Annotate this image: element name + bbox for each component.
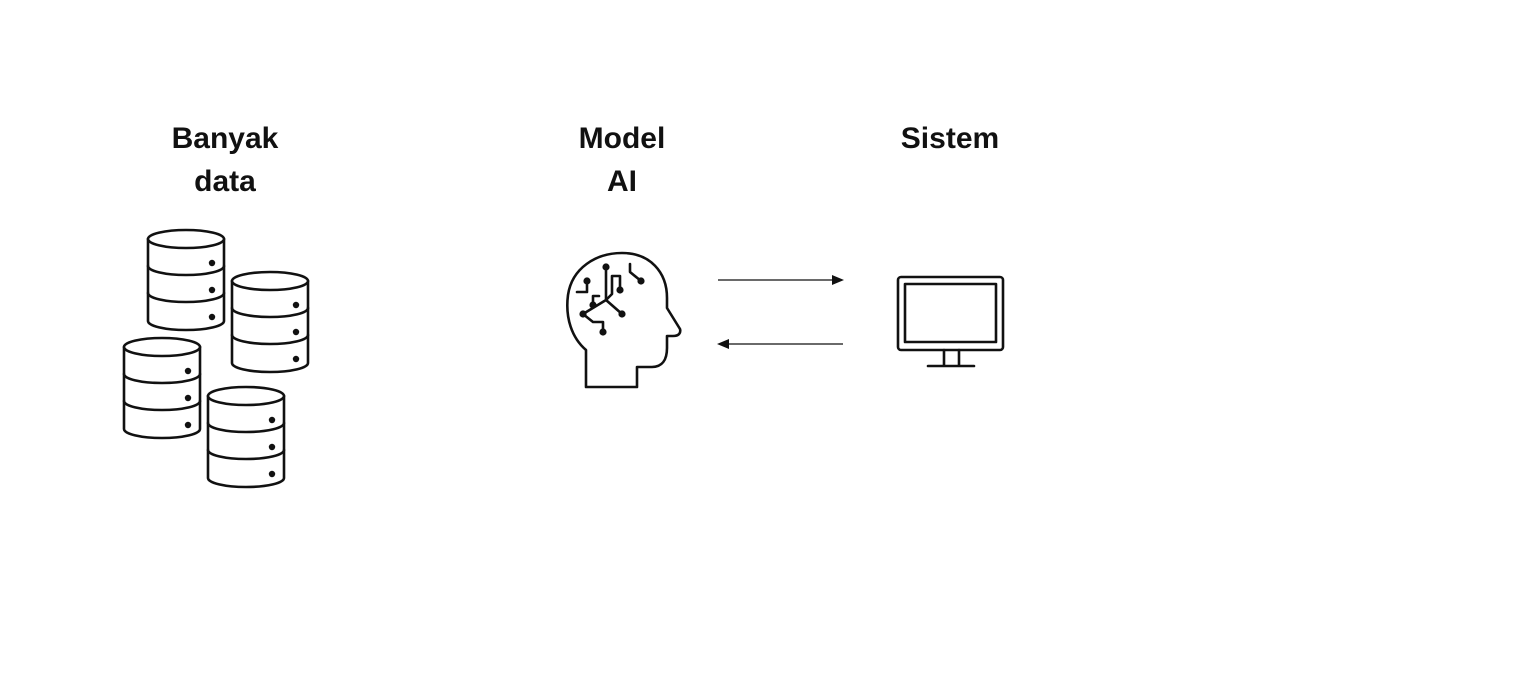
computer-monitor-icon xyxy=(896,275,1005,368)
database-cylinder-3 xyxy=(122,336,202,440)
label-model-line1: Model xyxy=(579,122,666,155)
label-system: Sistem xyxy=(901,122,999,155)
database-cylinder-2 xyxy=(230,270,310,374)
label-model-line2: AI xyxy=(607,165,637,198)
label-data-line2: data xyxy=(194,165,256,198)
label-data: Banyak data xyxy=(172,122,279,198)
ai-brain-head-icon xyxy=(566,251,682,389)
database-cylinder-1 xyxy=(146,228,226,332)
label-system-line1: Sistem xyxy=(901,122,999,155)
database-cylinder-4 xyxy=(206,385,286,489)
label-model: Model AI xyxy=(579,122,666,198)
label-data-line1: Banyak xyxy=(172,122,279,155)
head-outline xyxy=(566,251,682,389)
brain-circuit xyxy=(575,262,645,336)
database-stack-icon xyxy=(122,228,310,489)
